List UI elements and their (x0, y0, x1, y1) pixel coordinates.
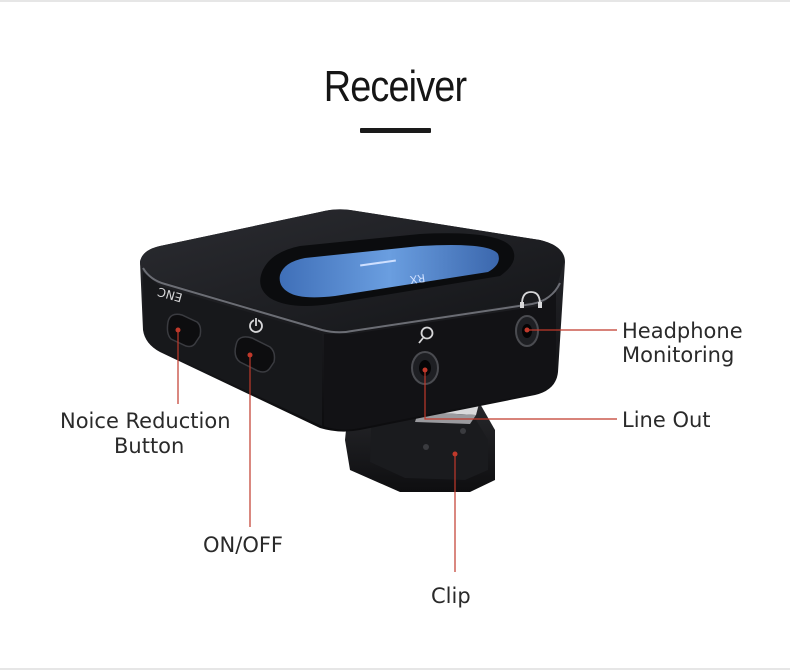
title-underline (360, 128, 431, 133)
enc-marking: ENC (156, 284, 184, 304)
leader-power (247, 352, 253, 527)
noise-reduction-label-line2: Button (114, 434, 185, 458)
line-out-label: Line Out (622, 408, 711, 432)
leader-lines (175, 327, 617, 572)
clip-label: Clip (431, 584, 471, 608)
headphone-label-line2: Monitoring (622, 343, 735, 367)
top-divider (0, 0, 790, 2)
headphone-icon (520, 291, 542, 308)
leader-clip (452, 451, 458, 572)
noise-reduction-button[interactable] (166, 313, 202, 348)
oled-screen: RX (260, 233, 515, 306)
bottom-divider (0, 668, 790, 670)
line-out-icon (418, 326, 434, 344)
leader-line-out (422, 367, 617, 420)
power-icon (249, 318, 263, 333)
leader-headphone (524, 327, 617, 333)
headphone-label-line1: Headphone (622, 319, 743, 343)
noise-reduction-label-line1: Noice Reduction (60, 409, 231, 433)
screen-rx-text: RX (409, 271, 426, 286)
leader-noise-reduction (175, 327, 181, 404)
page-title: Receiver (323, 62, 467, 111)
power-button[interactable] (234, 336, 276, 373)
power-label: ON/OFF (203, 533, 284, 557)
